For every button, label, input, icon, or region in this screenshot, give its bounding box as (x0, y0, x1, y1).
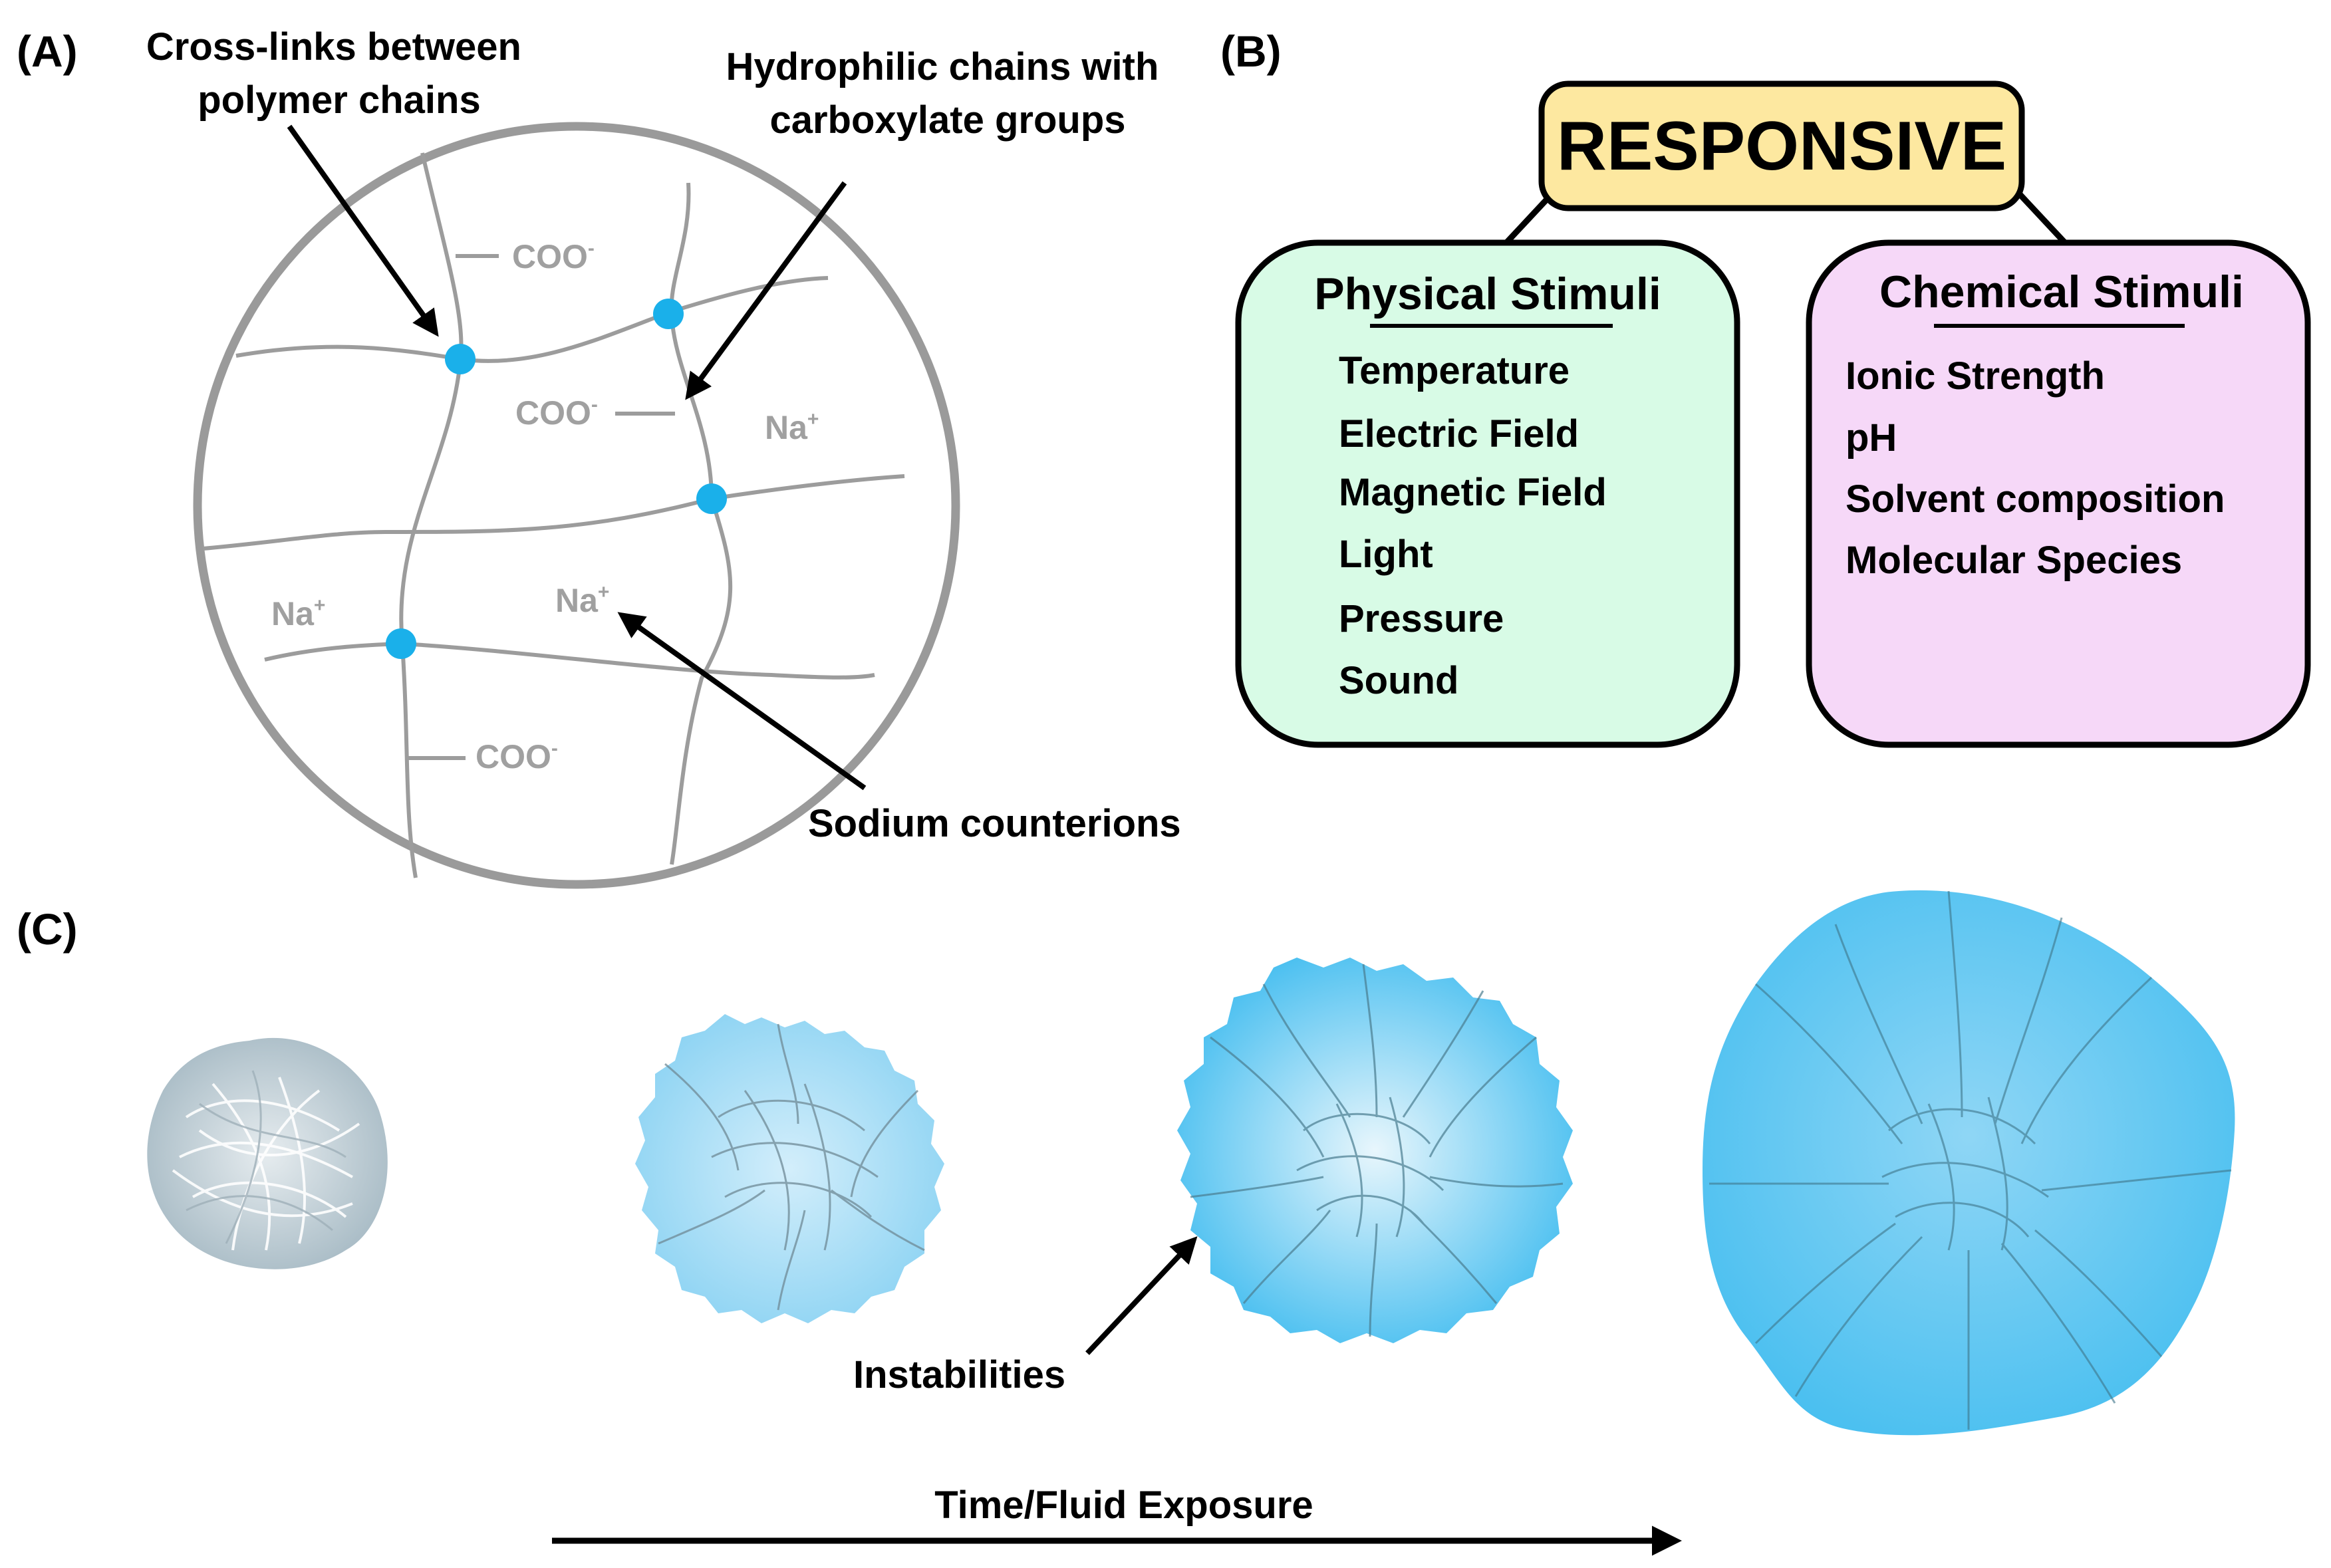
physical-stimuli-box (1235, 239, 1740, 748)
chemical-item-ph: pH (1846, 416, 1897, 459)
chemical-item-solvent-composition: Solvent composition (1846, 477, 2225, 521)
hydrogel-dry-fibers-shade (186, 1070, 346, 1244)
time-axis-label: Time/Fluid Exposure (934, 1484, 1313, 1527)
network-circle (193, 122, 960, 889)
sodium-label-3: Na+ (555, 581, 609, 619)
carboxylate-label-2: COO- (515, 394, 598, 432)
chemical-stimuli-box (1806, 239, 2311, 748)
physical-item-sound: Sound (1339, 659, 1458, 702)
horizontal-chain-low (264, 641, 875, 680)
chemical-stimuli-title: Chemical Stimuli (1879, 267, 2244, 317)
crosslink-point (386, 628, 416, 659)
carboxylate-label-3: COO- (476, 737, 558, 775)
panel-c-label: (C) (17, 904, 78, 954)
vertical-chain-right (669, 182, 733, 865)
polymer-network (202, 152, 905, 878)
callout-hydrophilic-line1: Hydrophilic chains with (726, 45, 1159, 88)
physical-item-magnetic-field: Magnetic Field (1339, 471, 1607, 514)
crosslink-point (445, 344, 476, 374)
hydrogel-swelling-2-body (1177, 958, 1573, 1343)
physical-item-pressure: Pressure (1339, 597, 1504, 640)
hydrogel-swelling-1-body (635, 1014, 944, 1323)
chemical-item-ionic-strength: Ionic Strength (1846, 354, 2105, 398)
chem-labels: COO- COO- COO- Na+ Na+ Na+ (271, 237, 819, 775)
hydrogel-swelling-1-fibers (658, 1023, 925, 1311)
hydrogel-swollen-fibers (1709, 890, 2232, 1430)
panel-b-label: (B) (1220, 27, 1282, 76)
panel-a-label: (A) (17, 27, 78, 76)
instabilities-label: Instabilities (853, 1353, 1065, 1396)
callout-hydrophilic: Hydrophilic chains with carboxylate grou… (726, 45, 1169, 142)
panel-b: (B) RESPONSIVE Physical Stimuli Temperat… (1220, 27, 2311, 748)
hydrogel-dry-fibers (172, 1077, 360, 1251)
arrow-sodium (617, 612, 867, 791)
hydrogel-dry (147, 1037, 388, 1269)
crosslink-points (386, 299, 727, 659)
physical-item-light: Light (1339, 533, 1433, 576)
hydrogel-swelling-1 (635, 1014, 944, 1323)
responsive-box (1538, 80, 2025, 211)
callout-sodium: Sodium counterions (808, 802, 1181, 845)
crosslink-point (696, 483, 727, 514)
physical-stimuli-title: Physical Stimuli (1314, 269, 1661, 319)
horizontal-chain-mid (202, 474, 905, 551)
callout-hydrophilic-line2: carboxylate groups (769, 98, 1125, 142)
connector-left (1504, 190, 1556, 245)
sodium-label-2: Na+ (271, 594, 325, 632)
arrow-instabilities (1085, 1236, 1198, 1355)
hydrogel-swelling-2-fibers (1190, 964, 1564, 1337)
arrow-hydrophilic (685, 181, 847, 400)
physical-item-temperature: Temperature (1339, 349, 1570, 392)
callout-arrows (287, 124, 867, 791)
sodium-label-1: Na+ (765, 408, 819, 446)
vertical-chain-left (399, 152, 464, 878)
horizontal-chain-top (235, 276, 829, 363)
responsive-title: RESPONSIVE (1557, 108, 2006, 185)
physical-item-electric-field: Electric Field (1339, 412, 1579, 456)
hydrogel-swelling-2 (1177, 958, 1573, 1343)
hydrogel-swollen (1703, 890, 2235, 1436)
panel-a: (A) Cross-links between polymer chains H… (17, 25, 1181, 889)
callout-crosslinks-line1: Cross-links between (146, 25, 521, 68)
callout-crosslinks-line2: polymer chains (198, 78, 480, 122)
chemical-item-molecular-species: Molecular Species (1846, 539, 2182, 582)
crosslink-point (653, 299, 684, 329)
carboxylate-label-1: COO- (512, 237, 595, 275)
arrow-crosslinks (287, 124, 439, 337)
panel-c: (C) (17, 890, 2235, 1556)
connector-right (2016, 190, 2068, 245)
callout-crosslinks: Cross-links between polymer chains (146, 25, 532, 122)
